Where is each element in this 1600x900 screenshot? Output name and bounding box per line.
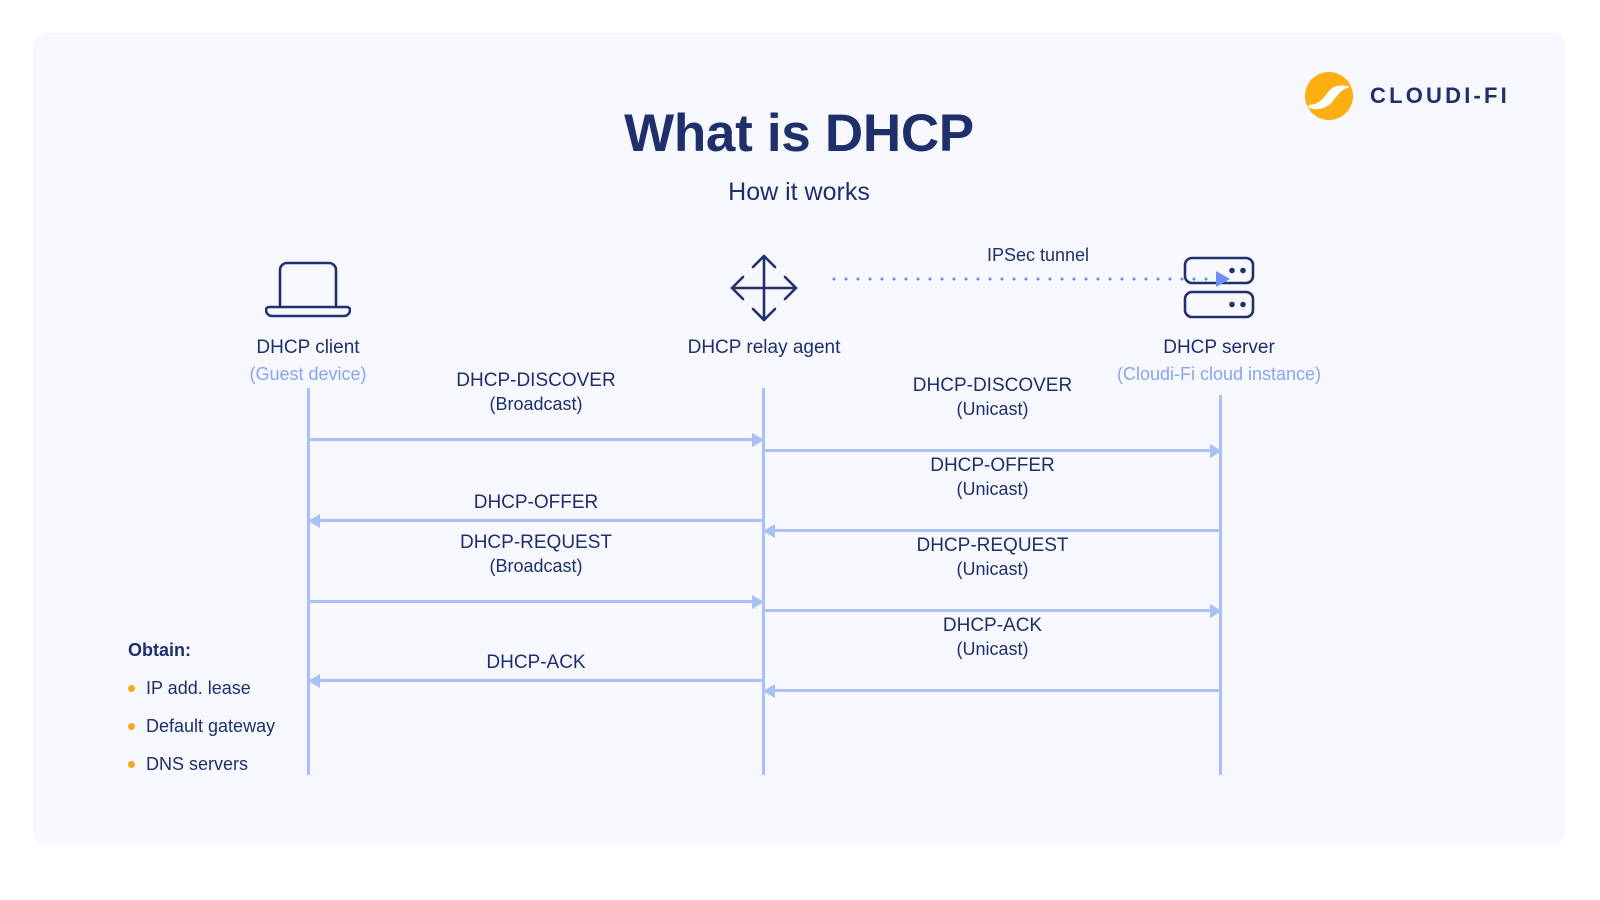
message-subtitle: (Broadcast) xyxy=(489,556,583,577)
list-item-label: IP add. lease xyxy=(146,678,251,698)
node-dhcp-client: DHCP client (Guest device) xyxy=(148,251,468,385)
message-label: DHCP-REQUEST (Broadcast) xyxy=(309,530,763,579)
node-label: DHCP relay agent xyxy=(687,337,841,358)
message-title: DHCP-REQUEST xyxy=(916,535,1069,556)
node-dhcp-relay-agent: DHCP relay agent xyxy=(604,251,924,364)
message-label: DHCP-ACK xyxy=(309,650,763,675)
message-title: DHCP-OFFER xyxy=(930,455,1055,476)
logo-wordmark: CLOUDI-FI xyxy=(1369,83,1510,108)
node-label: DHCP client xyxy=(256,337,360,358)
cloudifi-swoosh-logo-icon xyxy=(1304,71,1354,121)
message-arrow xyxy=(764,443,1222,458)
page-subtitle: How it works xyxy=(728,178,870,206)
message-subtitle: (Unicast) xyxy=(956,399,1029,420)
content-panel: What is DHCP How it works CLOUDI-FI DHCP… xyxy=(33,33,1565,845)
list-item: Default gateway xyxy=(128,716,358,737)
brand-logo: CLOUDI-FI xyxy=(1304,71,1510,121)
message-label: DHCP-OFFER (Unicast) xyxy=(764,453,1221,502)
ipsec-tunnel-label: IPSec tunnel xyxy=(986,245,1090,265)
laptop-icon xyxy=(148,251,468,325)
node-sublabel: (Guest device) xyxy=(249,364,367,384)
message-arrow xyxy=(764,603,1222,618)
bullet-icon xyxy=(128,761,135,768)
list-item: DNS servers xyxy=(128,754,358,775)
page-title: What is DHCP xyxy=(624,104,974,163)
bullet-icon xyxy=(128,723,135,730)
message-title: DHCP-ACK xyxy=(942,615,1043,636)
obtain-list-title: Obtain: xyxy=(128,640,191,660)
message-subtitle: (Broadcast) xyxy=(489,394,583,415)
node-label: DHCP server xyxy=(1163,337,1275,358)
dotted-arrow-right-icon xyxy=(828,271,1248,287)
obtain-list: Obtain: IP add. lease Default gateway DN… xyxy=(128,640,358,792)
bullet-icon xyxy=(128,685,135,692)
message-subtitle: (Unicast) xyxy=(956,479,1029,500)
message-subtitle: (Unicast) xyxy=(956,559,1029,580)
message-arrow xyxy=(763,683,1221,698)
lifeline-server xyxy=(1219,395,1222,775)
message-arrow xyxy=(308,673,763,688)
message-title: DHCP-OFFER xyxy=(473,492,599,513)
message-arrow xyxy=(309,594,764,609)
message-label: DHCP-OFFER xyxy=(309,490,763,515)
message-label: DHCP-REQUEST (Unicast) xyxy=(764,533,1221,582)
node-sublabel: (Cloudi-Fi cloud instance) xyxy=(1116,364,1322,384)
message-title: DHCP-ACK xyxy=(486,652,586,673)
list-item: IP add. lease xyxy=(128,678,358,699)
list-item-label: DNS servers xyxy=(146,754,249,774)
move-arrows-icon xyxy=(604,251,924,325)
list-item-label: Default gateway xyxy=(146,716,276,736)
message-arrow xyxy=(763,523,1221,538)
lifeline-relay xyxy=(762,388,765,775)
message-label: DHCP-ACK (Unicast) xyxy=(764,613,1221,662)
ipsec-tunnel: IPSec tunnel xyxy=(828,245,1248,287)
message-arrow xyxy=(308,513,763,528)
message-title: DHCP-REQUEST xyxy=(459,532,612,553)
message-subtitle: (Unicast) xyxy=(956,639,1029,660)
message-arrow xyxy=(309,432,764,447)
